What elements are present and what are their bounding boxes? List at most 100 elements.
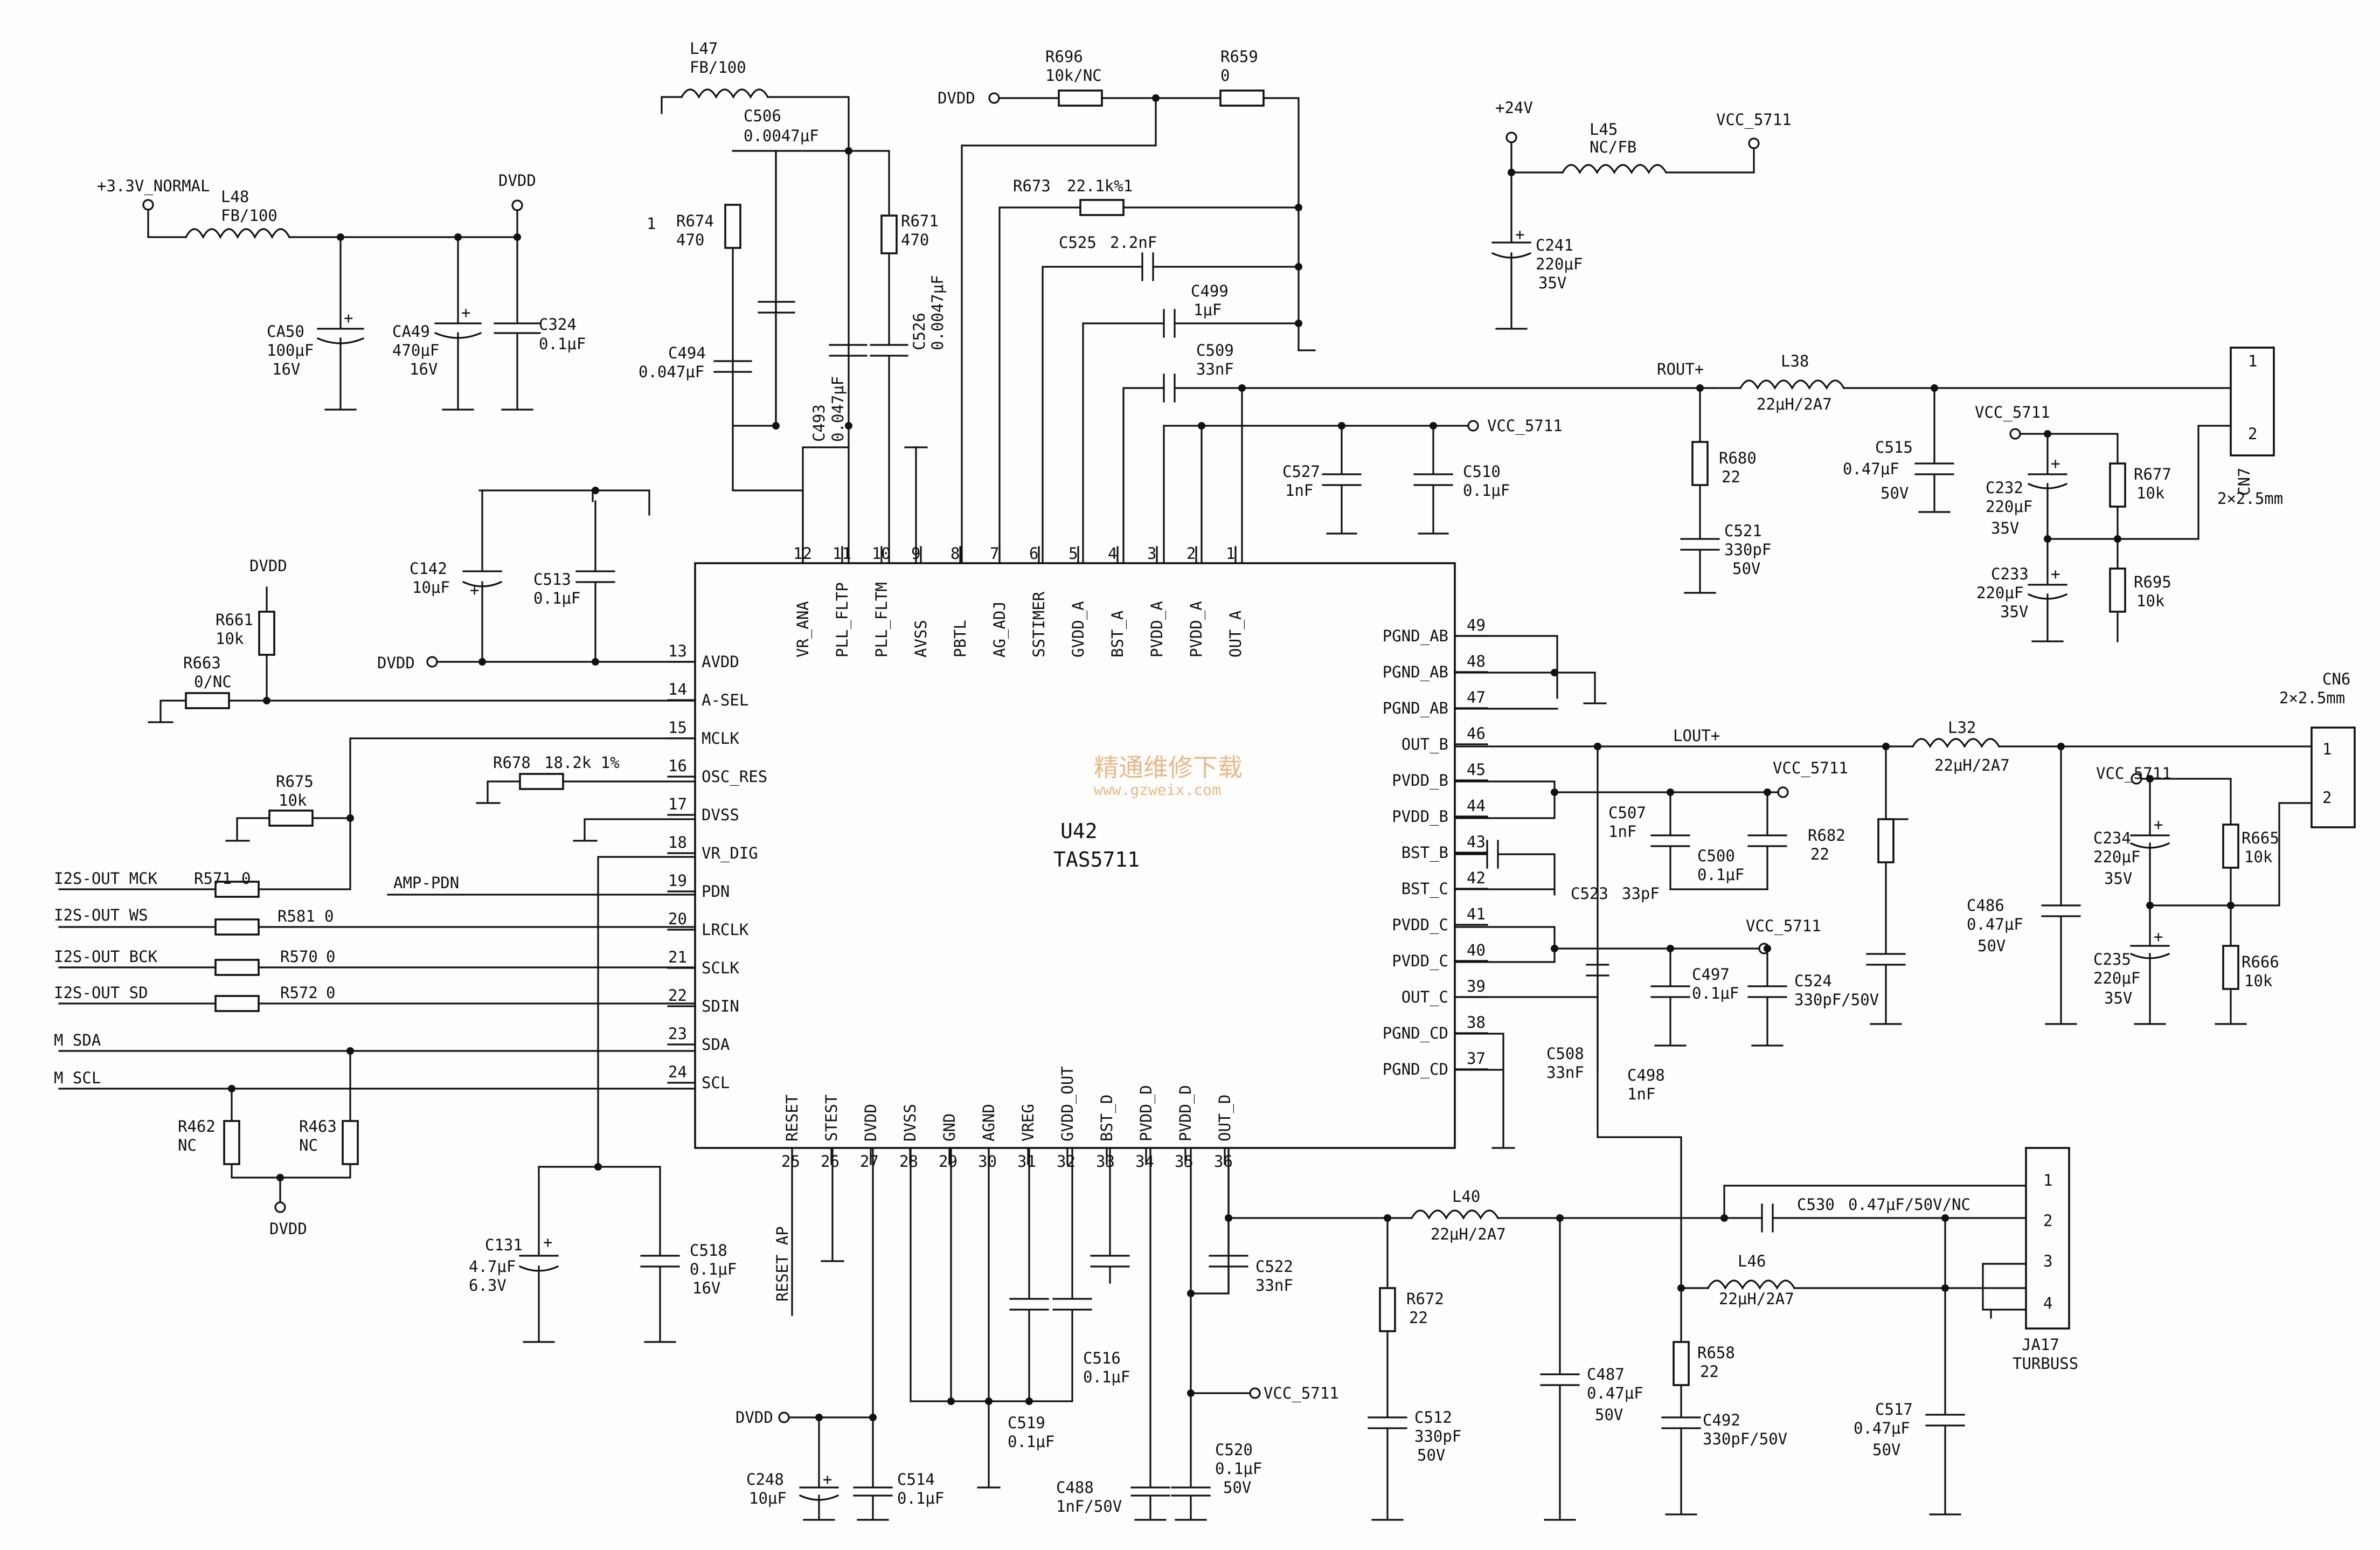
- val-c510: 0.1μF: [1463, 481, 1510, 500]
- net-dvdd-4: DVDD: [249, 557, 287, 575]
- v1-c515: 0.47μF: [1843, 460, 1899, 478]
- val-c492: 330pF/50V: [1703, 1430, 1787, 1448]
- ref-l46: L46: [1738, 1252, 1766, 1270]
- cn7-p1: 1: [2248, 352, 2257, 370]
- net-dvdd-6: DVDD: [735, 1408, 773, 1427]
- ref-l48: L48: [221, 188, 249, 206]
- pin-name-45: PVDD_B: [1392, 771, 1448, 790]
- pin-name-44: PVDD_B: [1392, 807, 1448, 826]
- net-mck: I2S-OUT MCK: [54, 869, 158, 888]
- val-r665: 10k: [2244, 848, 2273, 866]
- pin-name-43: BST_B: [1401, 843, 1448, 862]
- val-r581: 0: [324, 907, 334, 925]
- wires-33v: [142, 199, 541, 411]
- pin-num-37: 37: [1467, 1049, 1486, 1068]
- val-l46: 22μH/2A7: [1719, 1290, 1794, 1308]
- net-vcc-6: VCC_5711: [1746, 917, 1821, 936]
- ic-u42: [694, 562, 1456, 1149]
- pin-name-36: OUT_D: [1216, 1095, 1234, 1141]
- net-msda: M SDA: [54, 1031, 101, 1049]
- pin-num-39: 39: [1467, 977, 1486, 995]
- v2-ca49: 16V: [410, 360, 438, 378]
- ref-c510: C510: [1463, 462, 1501, 481]
- v2-c518: 16V: [692, 1279, 720, 1297]
- ref-r672: R672: [1406, 1290, 1444, 1308]
- pin-num-40: 40: [1467, 941, 1486, 959]
- val-c513: 0.1μF: [533, 589, 580, 607]
- v1-c518: 0.1μF: [690, 1260, 737, 1278]
- v1-c233: 220μF: [1976, 584, 2023, 602]
- ref-r680: R680: [1719, 449, 1757, 467]
- val-c507: 1nF: [1608, 822, 1636, 841]
- pin-name-9: AVSS: [912, 620, 930, 658]
- v2-c520: 50V: [1223, 1478, 1251, 1497]
- ref-r695: R695: [2134, 573, 2171, 591]
- val-r678: 18.2k 1%: [544, 753, 620, 772]
- pin-name-22: SDIN: [702, 997, 739, 1015]
- pin-name-40: PVDD_C: [1392, 952, 1448, 971]
- ref-c514: C514: [897, 1470, 935, 1489]
- val-l40: 22μH/2A7: [1431, 1225, 1506, 1243]
- ref-c142: C142: [410, 559, 447, 578]
- val-r659: 0: [1220, 66, 1230, 85]
- pin-name-35: PVDD_D: [1176, 1085, 1195, 1141]
- ja17-p2: 2: [2043, 1212, 2052, 1230]
- pin-name-6: SSTIMER: [1030, 591, 1048, 658]
- val-r666: 10k: [2244, 972, 2273, 990]
- v1-c131: 4.7μF: [469, 1257, 516, 1276]
- val-c525: 2.2nF: [1110, 233, 1157, 252]
- val-l38: 22μH/2A7: [1757, 395, 1832, 413]
- v2-ca50: 16V: [272, 360, 300, 378]
- val-l47: FB/100: [690, 58, 746, 77]
- net-ws: I2S-OUT WS: [54, 906, 148, 924]
- net-vcc-4: VCC_5711: [1773, 759, 1848, 778]
- ref-r678: R678: [493, 753, 531, 772]
- v1-c234: 220μF: [2093, 848, 2140, 866]
- ref-c517: C517: [1875, 1400, 1913, 1418]
- val-c324: 0.1μF: [539, 335, 586, 353]
- pin-num-5: 5: [1068, 544, 1078, 563]
- val-r696: 10k/NC: [1045, 66, 1102, 85]
- net-vcc-1: VCC_5711: [1487, 417, 1563, 435]
- watermark-url: www.gzweix.com: [1094, 781, 1221, 799]
- net-vcc-2: VCC_5711: [1716, 110, 1792, 129]
- pins-left: 13AVDD14A-SEL15MCLK16OSC_RES17DVSS18VR_D…: [667, 642, 767, 1092]
- ref-c524: C524: [1794, 972, 1832, 990]
- val-r677: 10k: [2136, 484, 2165, 502]
- ref-r682: R682: [1808, 826, 1845, 845]
- mark-1: 1: [647, 214, 656, 233]
- ref-ca50: CA50: [267, 322, 304, 341]
- pin-num-23: 23: [668, 1025, 687, 1043]
- ref-c492: C492: [1703, 1411, 1740, 1429]
- val-r680: 22: [1722, 468, 1740, 486]
- v1-c232: 220μF: [1986, 497, 2032, 516]
- watermark-cn: 精通维修下载: [1094, 753, 1243, 782]
- ic-ref: U42: [1060, 819, 1098, 843]
- pin-num-46: 46: [1467, 724, 1486, 743]
- ref-r661: R661: [216, 611, 253, 629]
- ref-r659: R659: [1220, 47, 1258, 66]
- pin-name-46: OUT_B: [1401, 735, 1448, 754]
- v2-c234: 35V: [2104, 869, 2132, 888]
- pin-name-39: OUT_C: [1401, 988, 1448, 1007]
- plus-ca50: +: [344, 309, 353, 327]
- v2-c131: 6.3V: [469, 1276, 506, 1295]
- pins-bottom: 25RESET26STEST27DVDD28DVSS29GND30AGND31V…: [781, 1066, 1234, 1171]
- val-c516: 0.1μF: [1083, 1368, 1130, 1386]
- val-r463: NC: [299, 1136, 318, 1154]
- pin-num-1: 1: [1226, 544, 1235, 563]
- ref-c519: C519: [1008, 1414, 1045, 1432]
- val-c498: 1nF: [1627, 1085, 1655, 1103]
- pin-num-3: 3: [1147, 544, 1156, 563]
- val-r572: 0: [326, 984, 335, 1002]
- ref-r675: R675: [276, 772, 314, 791]
- pin-name-48: PGND_AB: [1383, 663, 1448, 682]
- pin-num-6: 6: [1029, 544, 1038, 563]
- pin-num-18: 18: [668, 833, 687, 852]
- v2-c521: 50V: [1732, 559, 1760, 578]
- net-rout: ROUT+: [1657, 360, 1704, 378]
- pins-top: 12VR_ANA11PLL_FLTP10PLL_FLTM9AVSS8PBTL7A…: [793, 544, 1245, 658]
- ref-c248: C248: [746, 1470, 784, 1489]
- pin-name-37: PGND_CD: [1383, 1060, 1448, 1079]
- wires-pvddc: [1454, 743, 1787, 1149]
